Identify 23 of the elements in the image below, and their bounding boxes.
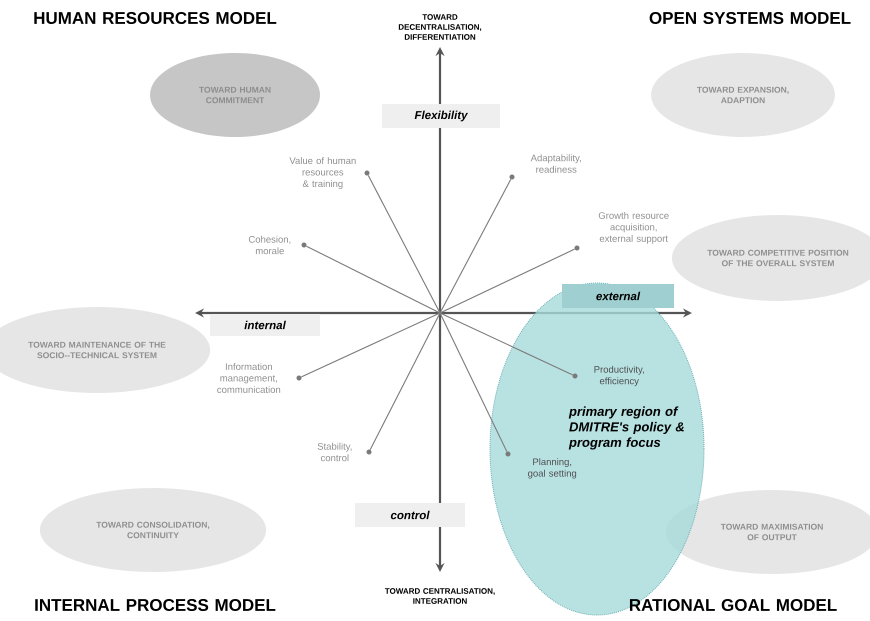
spoke-line	[440, 312, 573, 376]
direction-label: TOWARD DECENTRALISATION, DIFFERENTIATION	[398, 14, 482, 40]
spoke-line	[368, 175, 440, 314]
spoke-end-label: Planning, goal setting	[506, 452, 576, 479]
spoke-end-label: Stability, control	[318, 442, 372, 462]
spoke-end-label: Value of human resources & training	[289, 157, 370, 189]
spoke-end-label: Growth resource acquisition, external support	[574, 212, 669, 250]
spoke-line	[306, 246, 440, 314]
model-heading: INTERNAL PROCESS MODEL	[35, 598, 276, 612]
spoke-line	[301, 312, 440, 378]
spoke-end-label: Productivity, efficiency	[572, 366, 644, 386]
spoke-line	[440, 312, 508, 452]
spoke-end-label: Adaptability, readiness	[510, 154, 581, 180]
axis-label-box: control	[355, 503, 465, 527]
axis-label-box: internal	[210, 314, 320, 336]
spoke-end-label: Cohesion, morale	[248, 236, 306, 254]
model-heading: OPEN SYSTEMS MODEL	[650, 12, 851, 24]
spoke-line	[370, 312, 440, 450]
model-heading: HUMAN RESOURCES MODEL	[34, 12, 276, 24]
spoke-end-label: Information management, communication	[217, 363, 302, 393]
spoke-line	[440, 248, 575, 314]
axis-label-box: Flexibility	[382, 104, 500, 128]
spoke-line	[440, 179, 512, 314]
